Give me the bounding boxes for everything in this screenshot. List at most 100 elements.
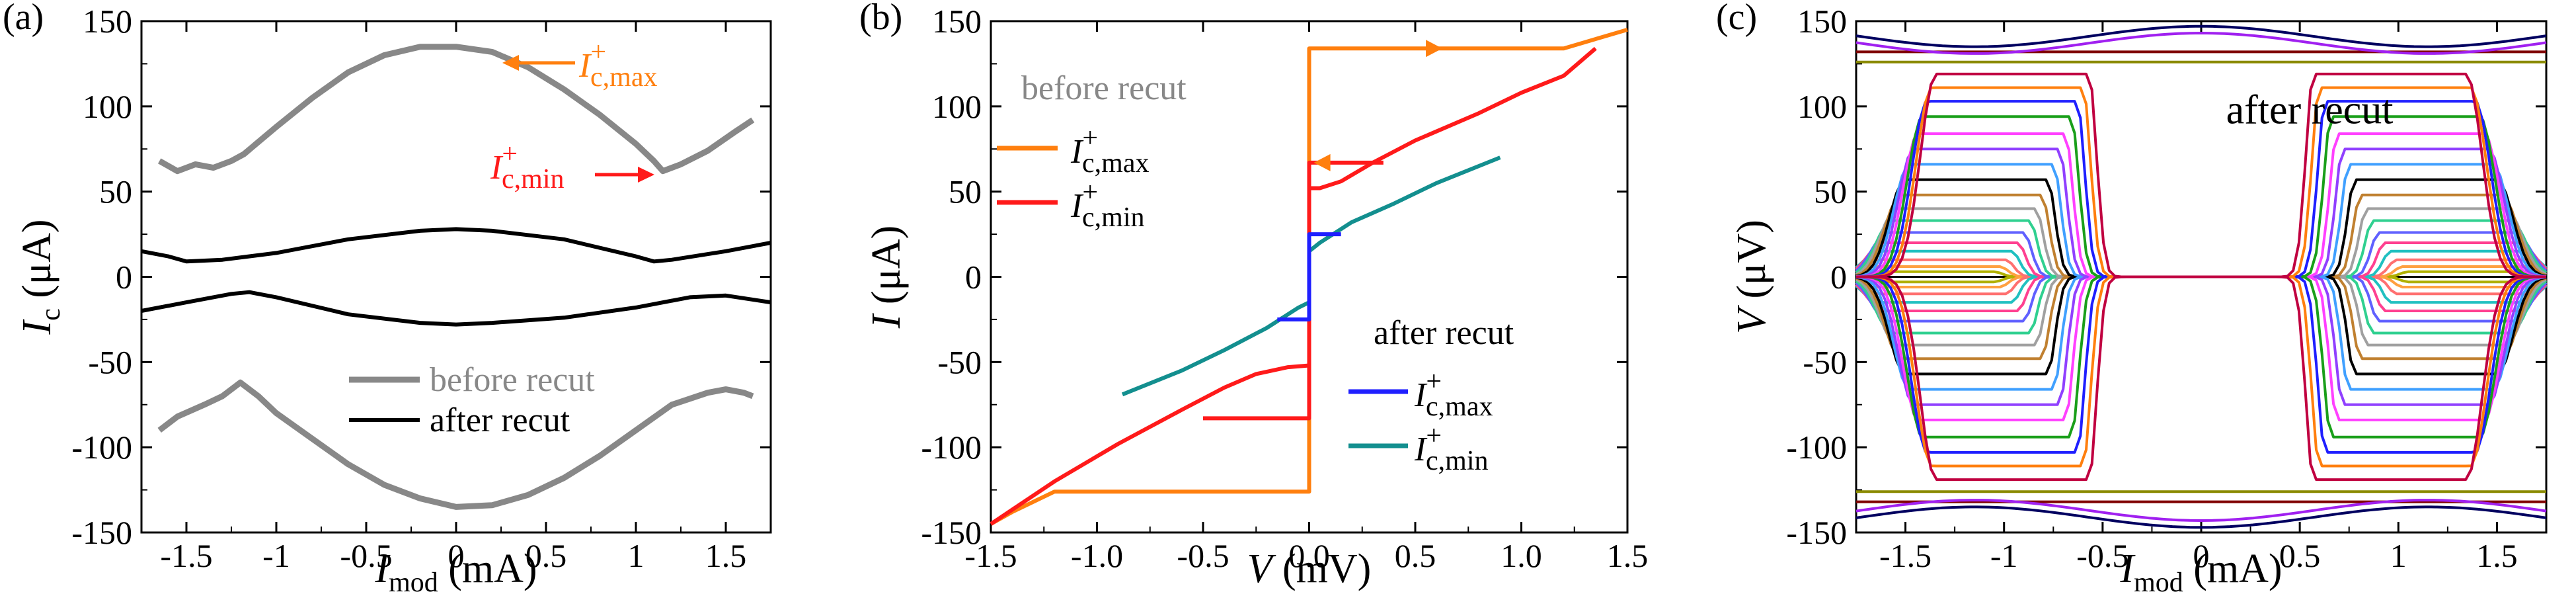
axis-subscript: c (36, 308, 66, 321)
panel-a-label: (a) (3, 0, 44, 38)
x-ticklabel: -1.5 (964, 537, 1017, 574)
vi-curve-positive (1856, 72, 2546, 278)
x-ticklabel: -1 (262, 537, 290, 574)
axis-unit: (mA) (438, 546, 537, 591)
y-ticklabel: 100 (932, 88, 982, 125)
x-ticklabel: -1.0 (1071, 537, 1123, 574)
y-ticklabel: 150 (83, 3, 132, 40)
sweep-arrow (1426, 40, 1443, 58)
legend-title-before: before recut (1021, 69, 1187, 107)
vi-curve-positive (1855, 219, 2548, 278)
axis-symbol: I (374, 546, 391, 591)
x-ticklabel: 0 (448, 537, 465, 574)
vi-curve-negative (1855, 505, 2547, 529)
data-series (157, 44, 755, 175)
axis-unit: (μA) (864, 226, 909, 315)
legend-title-after: after recut (1374, 314, 1514, 352)
x-ticklabel: 1.5 (1607, 537, 1649, 574)
vi-curve-negative (1855, 275, 2547, 406)
y-ticklabel: 50 (949, 173, 982, 210)
x-ticklabel: -1.5 (160, 537, 212, 574)
data-series (1121, 155, 1501, 397)
sweep-arrow (1313, 153, 1331, 171)
axis-unit: (μV) (1729, 220, 1774, 309)
y-ticklabel: -100 (921, 429, 982, 466)
vi-curve-positive (1855, 148, 2547, 278)
x-ticklabel: 1.5 (705, 537, 747, 574)
y-ticklabel: -50 (937, 343, 982, 380)
legend-label: after recut (430, 402, 570, 439)
y-ticklabel: 0 (1830, 259, 1847, 296)
axis-subscript: mod (389, 568, 438, 594)
panel-b-ylabel: I (μA) (864, 226, 909, 329)
vi-curve-negative (1855, 275, 2548, 335)
axis-symbol: V (1729, 305, 1774, 334)
vi-curve-positive (1855, 193, 2547, 278)
y-ticklabel: 100 (1797, 88, 1847, 125)
x-ticklabel: 1.0 (1501, 537, 1542, 574)
y-ticklabel: -100 (1786, 429, 1847, 466)
legend-entry: I+c,max (1070, 123, 1149, 179)
y-ticklabel: 0 (116, 259, 132, 296)
axis-symbol: I (864, 312, 909, 329)
vi-curve-negative (1855, 275, 2548, 296)
x-ticklabel: -0.5 (2076, 537, 2128, 574)
vi-curve-negative (1855, 499, 2547, 522)
annotation-icmax: I+c,max (578, 37, 657, 93)
panel-c-label: (c) (1716, 0, 1757, 38)
axis-symbol: I (15, 319, 59, 335)
x-ticklabel: -0.5 (1177, 537, 1229, 574)
y-ticklabel: -150 (1786, 514, 1847, 551)
x-ticklabel: 0.0 (1288, 537, 1330, 574)
x-ticklabel: 0.5 (2279, 537, 2321, 574)
vi-curve-positive (1855, 258, 2548, 278)
data-series (141, 227, 771, 264)
x-ticklabel: 0 (2193, 537, 2210, 574)
x-ticklabel: -0.5 (340, 537, 392, 574)
x-ticklabel: 1 (2390, 537, 2407, 574)
axis-symbol: V (1247, 546, 1276, 591)
x-ticklabel: -1.5 (1879, 537, 1932, 574)
y-ticklabel: -150 (921, 514, 982, 551)
data-series (157, 379, 754, 510)
panel-a-ylabel: Ic (μA) (15, 219, 66, 335)
panel-a-plot-area (140, 20, 772, 534)
axis-symbol: I (2119, 546, 2136, 591)
panel-c-ylabel: V (μV) (1729, 220, 1774, 334)
y-ticklabel: -50 (88, 343, 132, 380)
axes-frame (140, 20, 772, 534)
annotation-icmin: I+c,min (490, 139, 565, 194)
data-series (1277, 232, 1341, 321)
y-ticklabel: 150 (1797, 3, 1847, 40)
vi-curve-negative (1855, 275, 2547, 439)
panel-c: (c) -1.5 -1 -0.5 0 0.5 1 1.5 -150 -100 -50 0 50 100… (1716, 0, 2548, 594)
axis-unit: (μA) (15, 219, 59, 308)
data-series (1203, 160, 1384, 421)
arrow-head (638, 167, 654, 183)
panel-c-xlabel: Imod (mA) (2119, 546, 2282, 594)
x-ticklabel: 1 (628, 537, 644, 574)
y-ticklabel: 100 (83, 88, 132, 125)
vi-curve-negative (1855, 275, 2547, 361)
x-ticklabel: 0.5 (526, 537, 567, 574)
y-ticklabel: -50 (1803, 343, 1847, 380)
y-ticklabel: 150 (932, 3, 982, 40)
axis-subscript: mod (2134, 568, 2183, 594)
y-ticklabel: -100 (71, 429, 132, 466)
x-ticklabel: -1 (1990, 537, 2018, 574)
panel-a-xlabel: Imod (mA) (374, 546, 537, 594)
vi-curve-positive (1855, 132, 2547, 278)
y-ticklabel: 50 (1814, 173, 1847, 210)
vi-curve-negative (1856, 275, 2546, 482)
panel-c-x-ticklabels: -1.5 -1 -0.5 0 0.5 1 1.5 (1879, 537, 2518, 574)
arrow-head (502, 55, 519, 71)
x-ticklabel: 1.5 (2476, 537, 2518, 574)
